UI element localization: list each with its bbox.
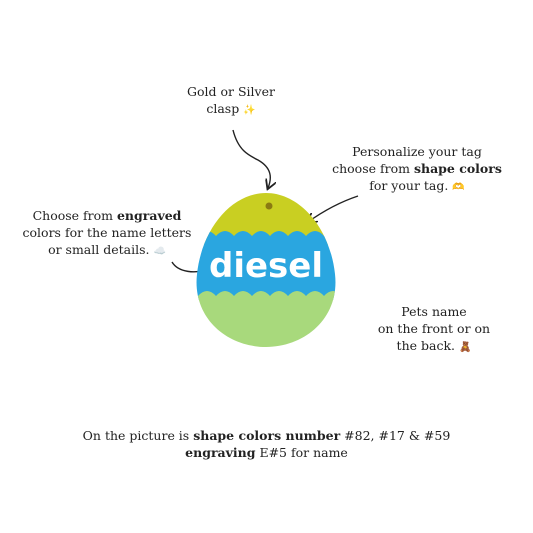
teddy-bear-icon: 🧸	[458, 342, 472, 353]
clasp-hole	[265, 202, 273, 210]
egg-tag: diesel	[196, 193, 336, 347]
tag-name-engraving: diesel	[209, 246, 323, 286]
sparkles-icon: ✨	[243, 105, 256, 116]
heart-hands-icon: 🫶	[452, 182, 465, 193]
shape-colors-note: Personalize your tag choose from shape c…	[332, 144, 502, 193]
clasp-note: Gold or Silver clasp ✨	[187, 84, 275, 116]
arrow-clasp	[232, 129, 270, 188]
tag-band-bottom	[196, 291, 336, 347]
caption: On the picture is shape colors number #8…	[82, 428, 451, 460]
tag-band-middle	[196, 231, 336, 300]
cloud-icon: ☁️	[153, 246, 166, 257]
pets-name-note: Pets name on the front or on the back. 🧸	[377, 304, 491, 353]
arrow-shape	[308, 195, 359, 222]
engraved-colors-note: Choose from engraved colors for the name…	[22, 208, 192, 257]
